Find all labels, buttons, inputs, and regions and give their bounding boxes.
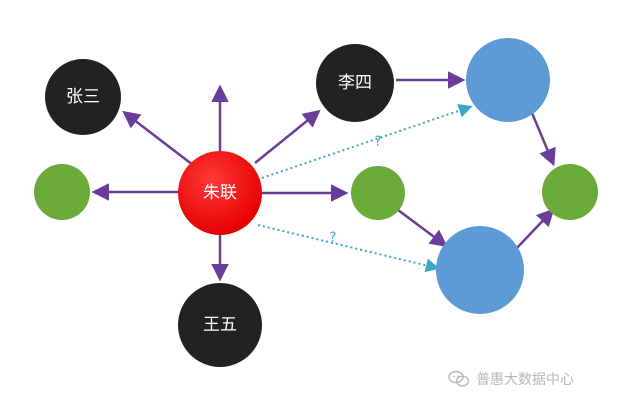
watermark-text: 普惠大数据中心: [476, 372, 574, 388]
node-blue-top: [466, 38, 550, 122]
edge-blue-bottom-to-right-green: [514, 208, 555, 251]
watermark: 普惠大数据中心: [448, 368, 574, 390]
node-center-label: 朱联: [203, 183, 237, 203]
nodes: [34, 38, 598, 367]
edge-blue-top-to-right-green: [530, 112, 556, 167]
edge-center-to-lisi: [254, 109, 321, 164]
node-middle-green: [351, 166, 405, 220]
node-blue-bottom: [436, 226, 524, 314]
edge-middle-green-to-blue-bottom: [397, 208, 448, 248]
node-wangwu-label: 王五: [203, 315, 237, 335]
node-lisi: [316, 44, 394, 122]
node-zhangsan: [45, 59, 121, 135]
node-left-green: [34, 164, 90, 220]
edge-dotted-lower: [257, 224, 440, 273]
node-zhangsan-label: 张三: [66, 87, 100, 107]
wechat-icon: [448, 370, 470, 388]
question-mark-lower: ?: [330, 231, 337, 246]
question-mark-upper: ?: [375, 135, 382, 150]
node-wangwu: [178, 283, 262, 367]
node-center: [178, 151, 262, 235]
node-lisi-label: 李四: [338, 73, 372, 93]
edge-dotted-upper: [261, 103, 473, 179]
node-right-green: [542, 164, 598, 220]
edges: [91, 71, 556, 282]
edge-center-to-zhangsan: [122, 110, 194, 166]
